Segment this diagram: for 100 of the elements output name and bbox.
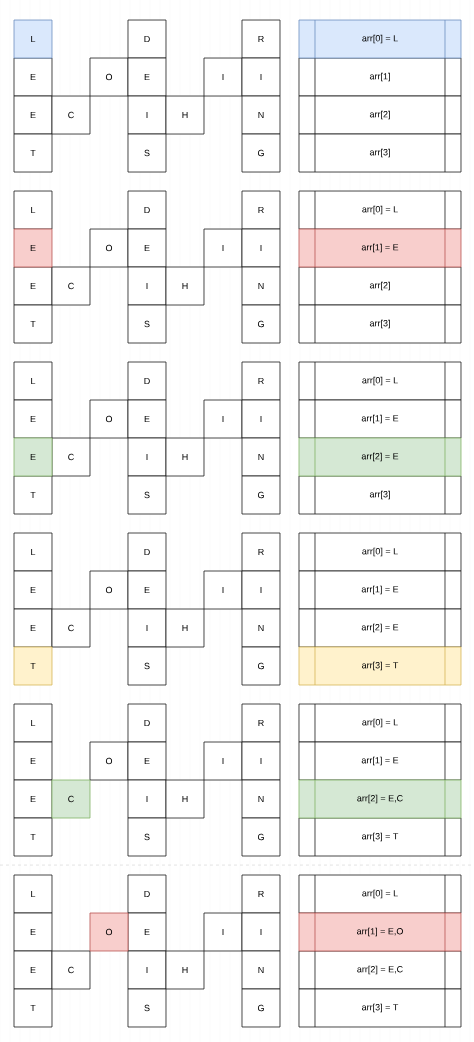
table-row: arr[1] = E [298,399,462,439]
letter-cell: I [203,57,243,97]
letter-cell: I [203,570,243,610]
table-row: arr[3] = T [298,988,462,1028]
table-row: arr[2] = E,C [298,779,462,819]
letter-cell: C [51,95,91,135]
table-row: arr[0] = L [298,532,462,572]
letter-cell: L [13,703,53,743]
table-row: arr[0] = L [298,874,462,914]
letter-cell: N [241,266,281,306]
letter-cell: S [127,475,167,515]
letter-cell: D [127,703,167,743]
letter-cell: R [241,19,281,59]
letter-cell: E [13,741,53,781]
letter-cell: E [13,399,53,439]
letter-cell: I [203,912,243,952]
letter-cell: I [127,266,167,306]
letter-cell: R [241,874,281,914]
letter-cell: N [241,779,281,819]
letter-cell: C [51,437,91,477]
letter-cell: H [165,950,205,990]
letter-cell: D [127,532,167,572]
letter-cell: T [13,646,53,686]
letter-cell: R [241,532,281,572]
letter-cell: E [127,399,167,439]
letter-cell: E [13,912,53,952]
letter-cell: E [13,608,53,648]
letter-cell: E [13,95,53,135]
letter-cell: T [13,988,53,1028]
letter-cell: E [127,228,167,268]
letter-cell: H [165,95,205,135]
letter-cell: E [13,57,53,97]
table-row: arr[2] [298,266,462,306]
letter-cell: I [203,399,243,439]
letter-cell: G [241,304,281,344]
letter-cell: O [89,741,129,781]
letter-cell: E [13,437,53,477]
letter-cell: E [13,570,53,610]
table-row: arr[1] [298,57,462,97]
letter-cell: I [241,570,281,610]
letter-cell: N [241,437,281,477]
letter-cell: N [241,608,281,648]
letter-cell: I [127,779,167,819]
letter-cell: E [127,912,167,952]
letter-cell: I [203,741,243,781]
letter-cell: E [13,228,53,268]
table-row: arr[2] [298,95,462,135]
letter-cell: N [241,95,281,135]
letter-cell: R [241,361,281,401]
letter-cell: H [165,608,205,648]
letter-cell: L [13,190,53,230]
table-row: arr[1] = E [298,228,462,268]
letter-cell: S [127,988,167,1028]
letter-cell: T [13,817,53,857]
letter-cell: E [127,57,167,97]
letter-cell: C [51,950,91,990]
table-row: arr[3] = T [298,817,462,857]
letter-cell: H [165,437,205,477]
letter-cell: T [13,133,53,173]
letter-cell: O [89,399,129,439]
table-row: arr[3] [298,475,462,515]
letter-cell: I [127,608,167,648]
table-row: arr[0] = L [298,19,462,59]
table-row: arr[2] = E [298,608,462,648]
letter-cell: L [13,361,53,401]
letter-cell: G [241,475,281,515]
letter-cell: G [241,817,281,857]
letter-cell: I [127,437,167,477]
letter-cell: G [241,988,281,1028]
letter-cell: I [241,741,281,781]
letter-cell: R [241,190,281,230]
letter-cell: O [89,912,129,952]
letter-cell: C [51,779,91,819]
letter-cell: S [127,646,167,686]
letter-cell: I [241,57,281,97]
table-row: arr[2] = E [298,437,462,477]
letter-cell: D [127,874,167,914]
table-row: arr[2] = E,C [298,950,462,990]
table-row: arr[1] = E [298,741,462,781]
letter-cell: C [51,608,91,648]
letter-cell: I [203,228,243,268]
table-row: arr[1] = E [298,570,462,610]
table-row: arr[0] = L [298,703,462,743]
letter-cell: E [13,950,53,990]
table-row: arr[3] [298,133,462,173]
letter-cell: E [127,570,167,610]
letter-cell: D [127,19,167,59]
letter-cell: D [127,190,167,230]
letter-cell: L [13,19,53,59]
letter-cell: T [13,475,53,515]
letter-cell: I [241,912,281,952]
letter-cell: S [127,133,167,173]
letter-cell: O [89,228,129,268]
letter-cell: S [127,817,167,857]
letter-cell: G [241,133,281,173]
letter-cell: O [89,570,129,610]
table-row: arr[3] = T [298,646,462,686]
table-row: arr[0] = L [298,361,462,401]
letter-cell: R [241,703,281,743]
letter-cell: L [13,874,53,914]
